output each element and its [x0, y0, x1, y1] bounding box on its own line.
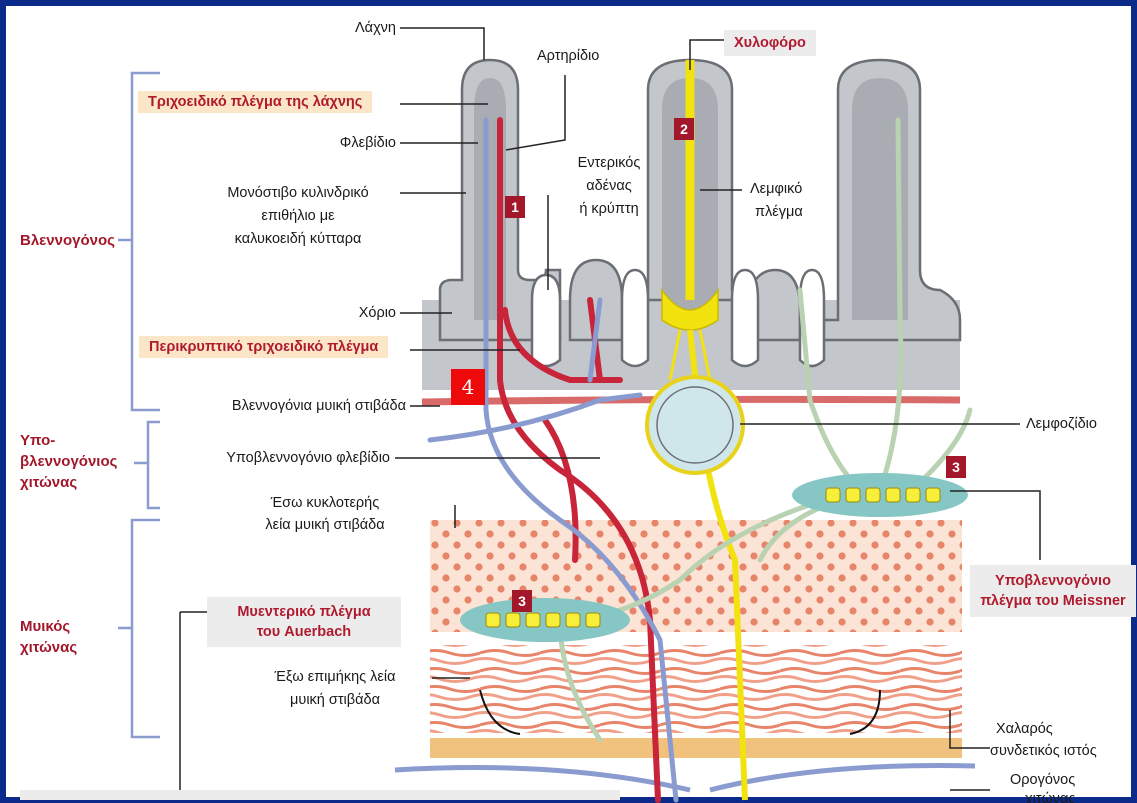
label-epithelium-3: καλυκοειδή κύτταρα — [200, 230, 396, 248]
label-lamina-propria: Χόριο — [250, 304, 396, 322]
section-submucosa-3: χιτώνας — [20, 473, 77, 492]
label-serosa-2: χιτώνας — [1025, 790, 1075, 803]
label-meissner-1: Υποβλεννογόνιο — [974, 571, 1132, 591]
label-outer-longitudinal-2: μυική στιβάδα — [240, 691, 430, 709]
badge-1: 1 — [505, 196, 525, 218]
label-inner-circular-2: λεία μυική στιβάδα — [225, 516, 425, 534]
label-meissner-2: πλέγμα του Meissner — [974, 591, 1132, 611]
label-lymph-nodule: Λεμφοζίδιο — [1026, 415, 1097, 433]
label-lymph-plexus-1: Λεμφικό — [750, 180, 802, 198]
badge-4: 4 — [451, 369, 485, 405]
label-crypt-2: αδένας — [564, 177, 654, 195]
label-connective-2: συνδετικός ιστός — [990, 742, 1097, 760]
label-crypt-3: ή κρύπτη — [564, 200, 654, 218]
label-villus: Λάχνη — [250, 19, 396, 37]
section-mucosa: Βλεννογόνος — [20, 231, 115, 250]
label-villus-capillary-plexus: Τριχοειδικό πλέγμα της λάχνης — [138, 91, 372, 113]
label-connective-1: Χαλαρός — [996, 720, 1053, 738]
outer-longitudinal-muscle — [430, 645, 962, 733]
bottom-strip — [20, 790, 620, 800]
section-muscularis-1: Μυικός — [20, 617, 70, 636]
section-muscularis-2: χιτώνας — [20, 638, 77, 657]
badge-3-auerbach: 3 — [512, 590, 532, 612]
badge-2: 2 — [674, 118, 694, 140]
label-lacteal: Χυλοφόρο — [724, 30, 816, 56]
label-lymph-plexus-2: πλέγμα — [755, 203, 803, 221]
label-muscularis-mucosae: Βλεννογόνια μυική στιβάδα — [150, 397, 406, 415]
label-epithelium-1: Μονόστιβο κυλινδρικό — [200, 184, 396, 202]
serosa-band — [430, 738, 962, 758]
lymph-nodule — [647, 377, 743, 473]
label-auerbach-2: του Auerbach — [219, 622, 389, 642]
label-auerbach-1: Μυεντερικό πλέγμα — [219, 602, 389, 622]
badge-3-meissner: 3 — [946, 456, 966, 478]
label-submucosal-venule: Υποβλεννογόνιο φλεβίδιο — [150, 449, 390, 467]
section-submucosa-1: Υπο- — [20, 431, 55, 450]
label-pericryptal-plexus: Περικρυπτικό τριχοειδικό πλέγμα — [139, 336, 388, 358]
label-crypt-1: Εντερικός — [564, 154, 654, 172]
label-inner-circular-1: Έσω κυκλοτερής — [225, 494, 425, 512]
section-submucosa-2: βλεννογόνιος — [20, 452, 117, 471]
label-outer-longitudinal-1: Έξω επιμήκης λεία — [240, 668, 430, 686]
label-venule: Φλεβίδιο — [250, 134, 396, 152]
label-arteriole: Αρτηρίδιο — [537, 47, 599, 65]
label-epithelium-2: επιθήλιο με — [200, 207, 396, 225]
label-serosa-1: Ορογόνος — [1010, 771, 1075, 789]
